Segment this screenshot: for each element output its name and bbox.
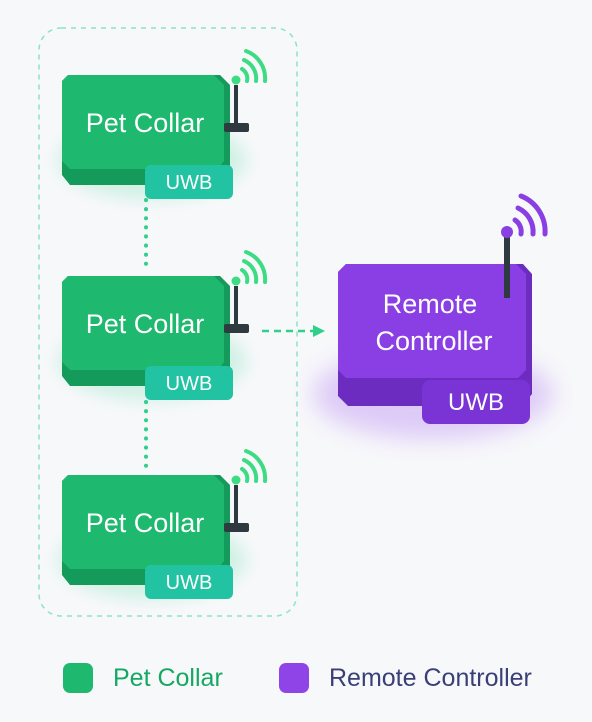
uwb-badge [422,380,530,424]
pet-collar-swatch [63,663,93,693]
uwb-badge [145,366,233,400]
legend-remote-controller: Remote Controller [279,658,532,698]
wifi-signal-icon [224,449,268,532]
uwb-badge-label: UWB [166,373,213,395]
legend-pet-collar: Pet Collar [63,658,223,698]
remote-controller-label-line1: Remote [383,289,478,319]
pet-collar-node-3: Pet Collar UWB [57,449,268,600]
collar-group-border [38,27,298,617]
remote-controller-swatch [279,663,309,693]
uwb-badge-label: UWB [166,172,213,194]
wifi-signal-icon [501,193,548,298]
wifi-signal-icon [224,250,268,333]
pet-collar-node-1: Pet Collar UWB [57,49,268,200]
pet-collar-node-2: Pet Collar UWB [57,250,268,401]
uwb-badge-label: UWB [448,389,504,416]
legend-pet-collar-label: Pet Collar [113,663,223,692]
uwb-badge [145,565,233,599]
uwb-badge [145,165,233,199]
legend-remote-controller-label: Remote Controller [329,663,532,692]
wifi-signal-icon [224,49,268,132]
pet-collar-label: Pet Collar [86,309,205,339]
remote-controller-label-line2: Controller [375,326,492,356]
pet-collar-label: Pet Collar [86,108,205,138]
remote-controller-node: Remote Controller UWB [313,193,553,439]
uwb-badge-label: UWB [166,572,213,594]
pet-collar-label: Pet Collar [86,508,205,538]
